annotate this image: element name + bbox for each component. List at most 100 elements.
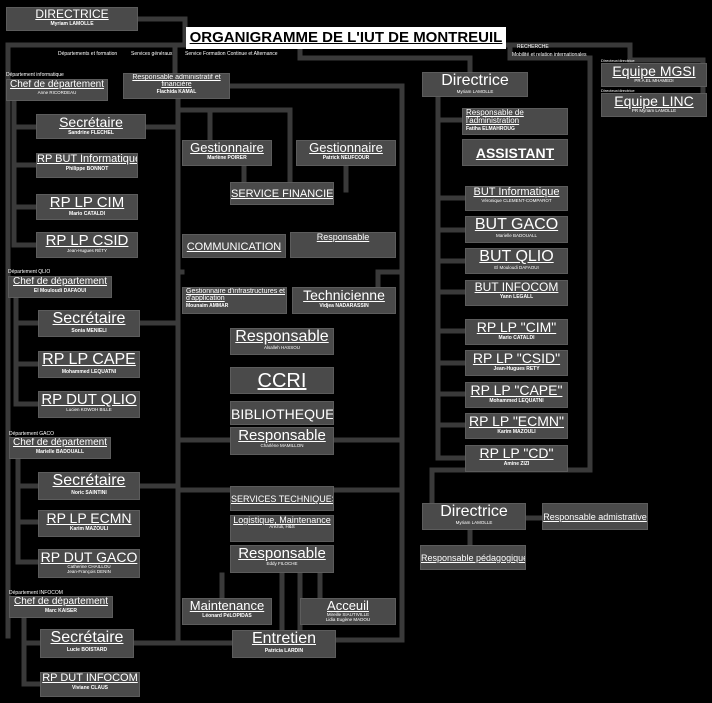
dept-qlio-item-1[interactable]: RP DUT QLIO Lucien KOWOH BILLE — [38, 391, 140, 418]
dept-infocom-secretaire[interactable]: Secrétaire Lucie BOISTARD — [40, 629, 134, 658]
dept-qlio-item-0[interactable]: RP LP CAPE Mohammed LEQUATNI — [38, 351, 140, 378]
dept-gaco-chef[interactable]: Chef de département Marielle BADOUALL — [9, 437, 111, 459]
resp-admin-financiere-title: Responsable administratif et financière — [132, 74, 221, 89]
dept-infocom-item-0[interactable]: RP DUT INFOCOM Viviane CLAUS — [40, 672, 140, 697]
sfc-item-5-name: Jean-Hugues RETY — [493, 365, 540, 372]
gestionnaire-2-title: Gestionnaire — [309, 140, 383, 155]
dept-info-label: Département informatique — [6, 72, 64, 78]
dept-gaco-item-1[interactable]: RP DUT GACO Catherine CHAILLOU Jean-Fran… — [38, 549, 140, 578]
sfc-resp-administration-title: Responsable de l'administration — [466, 108, 524, 126]
services-techniques-responsable-title: Responsable — [238, 545, 326, 562]
gestionnaire-infrastructures[interactable]: Gestionnaire d'infrastructures et d'appl… — [182, 287, 287, 314]
services-techniques[interactable]: SERVICES TECHNIQUES — [230, 486, 334, 511]
dept-qlio-secretaire-name: Sonia MENIELI — [71, 327, 107, 334]
sfc-assistant[interactable]: ASSISTANT — [462, 139, 568, 166]
dept-gaco-secretaire[interactable]: Secrétaire Noric SAINTINI — [38, 472, 140, 500]
ccri-responsable[interactable]: Responsable Alsalleh HASSOU — [230, 328, 334, 355]
sfc-item-8-name: Amine ZIZI — [503, 460, 530, 467]
dept-gaco-secretaire-title: Secrétaire — [52, 472, 126, 489]
ccri[interactable]: CCRI — [230, 367, 334, 394]
sfc-item-0-name: Véronique CLEMENT-COMPAROT — [481, 197, 552, 203]
mobilite-directrice-name: Myriam LAMOLLE — [455, 519, 493, 525]
maintenance[interactable]: Maintenance Léonard PéLOPIDAS — [182, 598, 272, 625]
technicienne-title: Technicienne — [303, 287, 385, 303]
label-recherche: RECHERCHE — [517, 44, 549, 50]
sfc-item-1[interactable]: BUT GACO Marielle BADOUALL — [465, 216, 568, 243]
sfc-item-8[interactable]: RP LP "CD" Amine ZIZI — [465, 445, 568, 472]
dept-qlio-chef[interactable]: Chef de département El Mouloudi DAFAOUI — [8, 276, 112, 298]
sfc-item-2[interactable]: BUT QLIO El Mouloudi DAFAOUI — [465, 248, 568, 274]
services-techniques-responsable[interactable]: Responsable Eddy FILOCHE — [230, 545, 334, 573]
top-directrice-box[interactable]: DIRECTRICE Myriam LAMOLLE — [6, 7, 138, 31]
dept-info-item-0[interactable]: RP BUT Informatique Philippe BONNOT — [36, 153, 138, 178]
equipe-mgsi[interactable]: Equipe MGSI PR A.EL MHAMEDI — [601, 63, 707, 87]
gestionnaire-infrastructures-name: Mounaim AMMAR — [186, 302, 229, 309]
technicienne[interactable]: Technicienne Vidjea NADARASSIN — [292, 287, 396, 314]
dept-qlio-item-0-name: Mohammed LEQUATNI — [61, 368, 117, 375]
sfc-item-2-title: BUT QLIO — [479, 248, 554, 265]
dept-gaco-chef-name: Marielle BADOUALL — [35, 448, 85, 455]
gestionnaire-1-title: Gestionnaire — [190, 140, 264, 155]
page-title: ORGANIGRAMME DE L'IUT DE MONTREUIL — [186, 27, 506, 49]
sfc-item-5[interactable]: RP LP "CSID" Jean-Hugues RETY — [465, 350, 568, 376]
bibliotheque-label: BIBLIOTHEQUE — [231, 406, 334, 422]
sfc-item-0-title: BUT Informatique — [473, 186, 560, 198]
dept-info-secretaire-name: Sandrine FLECHEL — [68, 129, 114, 136]
dept-info-secretaire[interactable]: Secrétaire Sandrine FLECHEL — [36, 114, 146, 139]
dept-info-item-1-name: Mario CATALDI — [69, 210, 105, 217]
gestionnaire-2-name: Patrick NEUFCOUR — [322, 154, 370, 161]
dept-info-item-1[interactable]: RP LP CIM Mario CATALDI — [36, 194, 138, 220]
gestionnaire-2[interactable]: Gestionnaire Patrick NEUFCOUR — [296, 140, 396, 166]
sfc-directrice-name: Myriam LAMOLLE — [456, 88, 494, 94]
top-directrice-name: Myriam LAMOLLE — [50, 20, 94, 27]
sfc-item-6[interactable]: RP LP "CAPE" Mohammed LEQUATNI — [465, 382, 568, 408]
dept-qlio-item-1-title: RP DUT QLIO — [41, 391, 137, 408]
label-sfc: Service Formation Continue et Alternance — [185, 51, 278, 57]
top-directrice-title: DIRECTRICE — [35, 7, 109, 21]
dept-info-item-2-title: RP LP CSID — [45, 232, 129, 249]
bibliotheque[interactable]: BIBLIOTHEQUE — [230, 401, 334, 425]
dept-info-secretaire-title: Secrétaire — [59, 114, 123, 130]
communication[interactable]: COMMUNICATION — [182, 234, 286, 258]
dept-info-item-2[interactable]: RP LP CSID Jean-Hugues RÉTY — [36, 232, 138, 258]
dept-qlio-secretaire[interactable]: Secrétaire Sonia MENIELI — [38, 310, 140, 337]
dept-info-chef-name: Anne RICORDEAU — [37, 89, 77, 95]
service-financier[interactable]: SERVICE FINANCIER — [230, 182, 334, 205]
communication-label: COMMUNICATION — [186, 241, 282, 253]
dept-gaco-item-0[interactable]: RP LP ECMN Karim MAZOULI — [38, 510, 140, 537]
dept-qlio-item-0-title: RP LP CAPE — [42, 351, 136, 368]
accueil[interactable]: Acceuil Mireille SIAUTIVILLE Lidia Eugèn… — [300, 598, 396, 625]
communication-responsable[interactable]: Responsable — [290, 232, 396, 258]
ccri-responsable-title: Responsable — [235, 328, 329, 345]
dept-infocom-chef-title: Chef de département — [14, 596, 108, 607]
maintenance-name: Léonard PéLOPIDAS — [202, 612, 252, 619]
bibliotheque-responsable[interactable]: Responsable Charlène MAMILLON — [230, 427, 334, 455]
mobilite-resp-pedagogique[interactable]: Responsable pédagogique — [420, 545, 526, 570]
accueil-title: Acceuil — [327, 598, 369, 613]
equipe-linc[interactable]: Equipe LINC PR Myriam LAMOLLE — [601, 93, 707, 117]
maintenance-title: Maintenance — [189, 598, 265, 613]
entretien-name: Patricia LARDIN — [264, 647, 304, 654]
services-techniques-responsable-name: Eddy FILOCHE — [266, 560, 298, 566]
sfc-assistant-label: ASSISTANT — [475, 145, 555, 161]
logistique-maintenance[interactable]: Logistique, Maintenance Arezuli, H&S — [230, 515, 334, 542]
sfc-item-7[interactable]: RP LP "ECMN" Karim MAZOULI — [465, 413, 568, 439]
sfc-resp-administration[interactable]: Responsable de l'administration Fatiha E… — [462, 108, 568, 135]
mobilite-directrice[interactable]: Directrice Myriam LAMOLLE — [422, 503, 526, 530]
entretien[interactable]: Entretien Patricia LARDIN — [232, 630, 336, 658]
dept-info-item-0-name: Philippe BONNOT — [65, 165, 109, 172]
sfc-directrice-title: Directrice — [441, 72, 509, 89]
sfc-directrice[interactable]: Directrice Myriam LAMOLLE — [422, 72, 528, 97]
dept-info-chef[interactable]: Chef de département Anne RICORDEAU — [6, 79, 108, 101]
gestionnaire-1[interactable]: Gestionnaire Marlène POIRER — [182, 140, 272, 166]
equipe-mgsi-title: Equipe MGSI — [612, 63, 696, 79]
sfc-item-2-name: El Mouloudi DAFAOUI — [494, 264, 539, 270]
sfc-item-8-title: RP LP "CD" — [479, 445, 554, 461]
sfc-item-4[interactable]: RP LP "CIM" Mario CATALDI — [465, 319, 568, 345]
sfc-item-0[interactable]: BUT Informatique Véronique CLEMENT-COMPA… — [465, 186, 568, 211]
resp-admin-financiere[interactable]: Responsable administratif et financière … — [123, 73, 230, 99]
mobilite-resp-admin[interactable]: Responsable admistrative — [542, 503, 648, 530]
sfc-item-3[interactable]: BUT INFOCOM Yann LEGALL — [465, 280, 568, 306]
dept-infocom-chef[interactable]: Chef de département Marc KAISER — [9, 596, 113, 618]
sfc-resp-administration-name: Fatiha ELMAHROUG — [466, 125, 515, 132]
